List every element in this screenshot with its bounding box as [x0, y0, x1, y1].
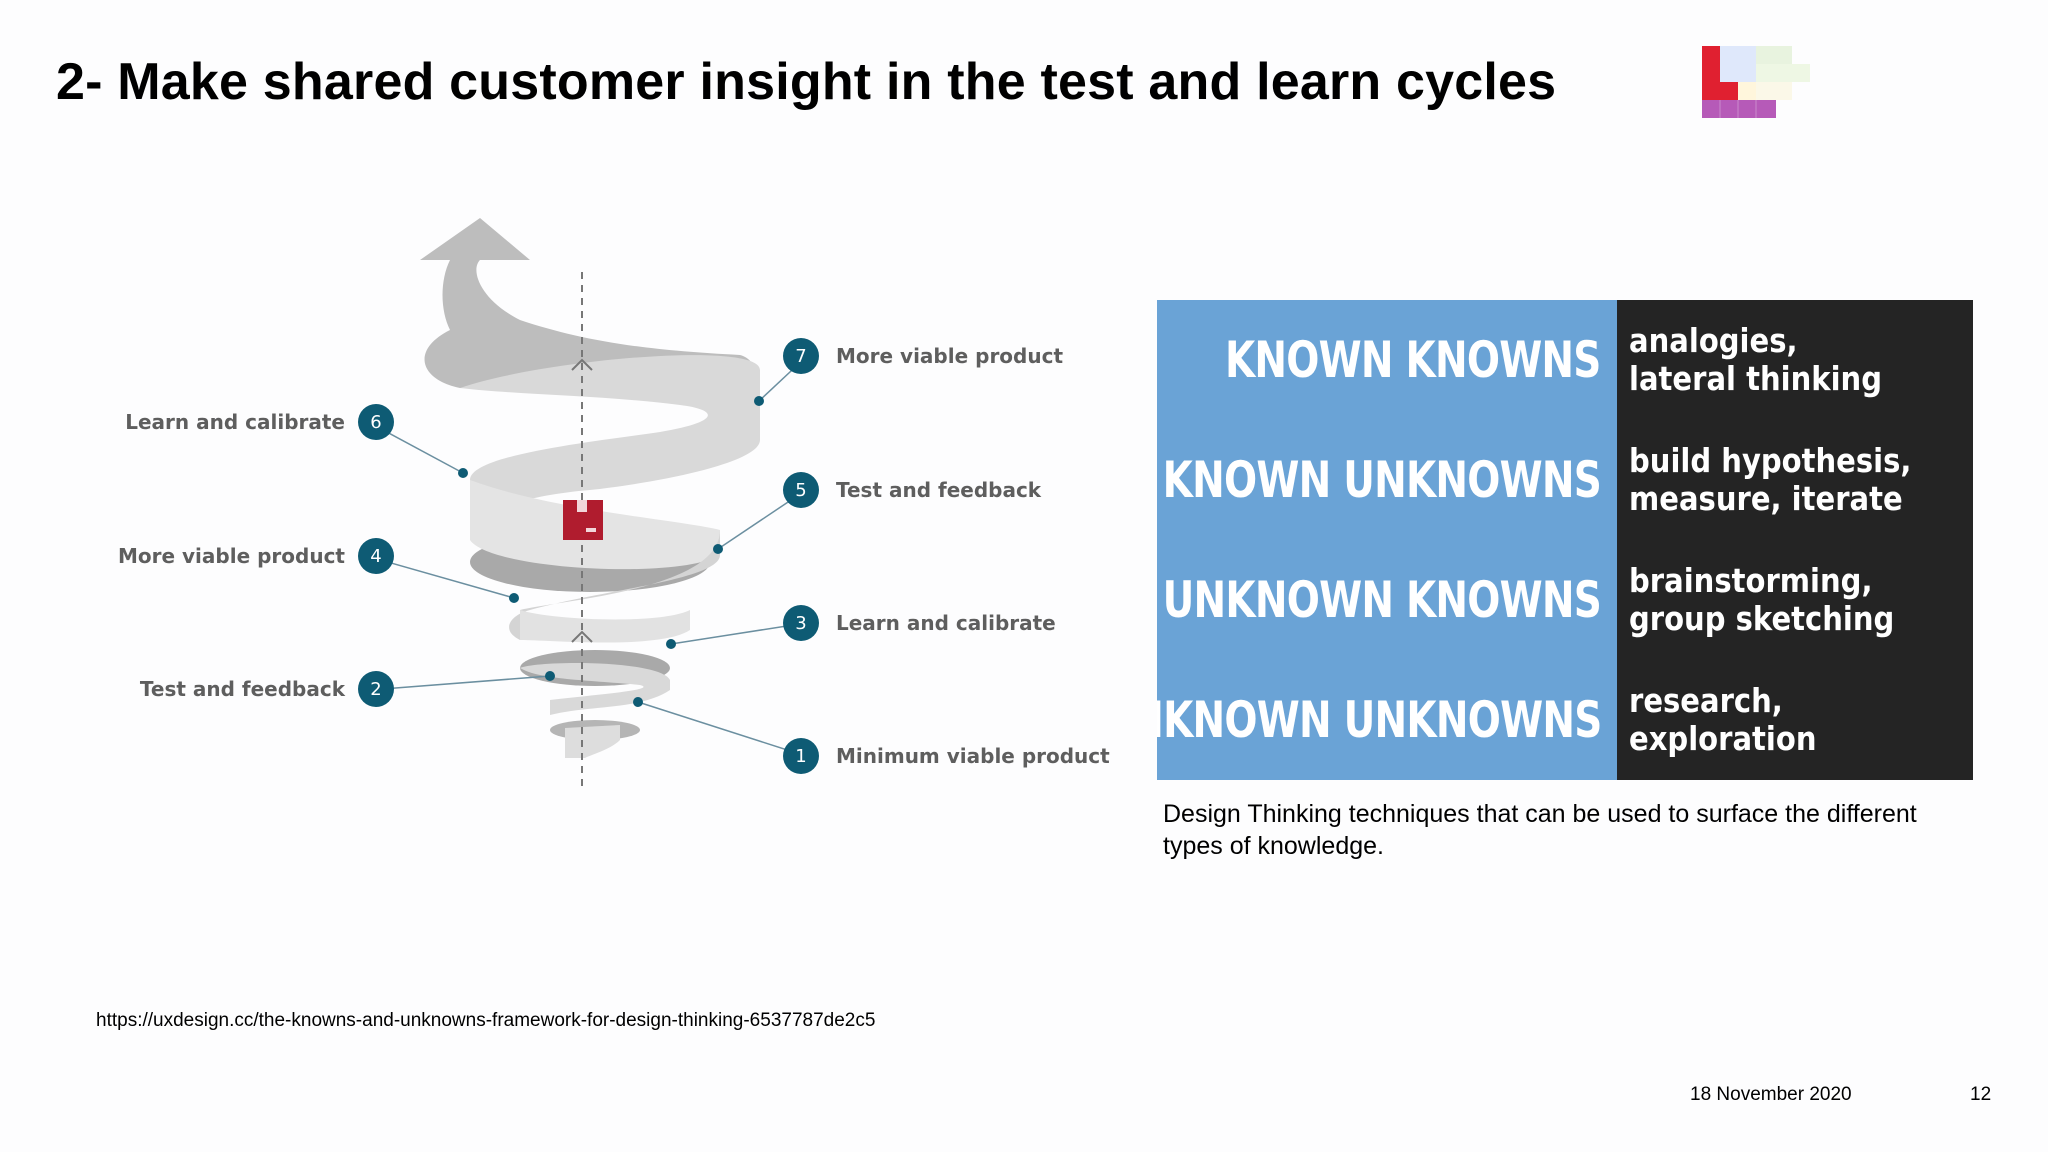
step-label-5: Test and feedback — [836, 478, 1042, 502]
step-label-6: Learn and calibrate — [125, 410, 345, 434]
source-link[interactable]: https://uxdesign.cc/the-knowns-and-unkno… — [96, 1010, 876, 1031]
category-unknown-knowns: UNKNOWN KNOWNS — [1157, 540, 1617, 660]
footer-date: 18 November 2020 — [1690, 1084, 1852, 1105]
step-label-3: Learn and calibrate — [836, 611, 1056, 635]
techniques-known-unknowns: build hypothesis, measure, iterate — [1617, 420, 1973, 540]
knowns-unknowns-framework: KNOWN KNOWNS analogies, lateral thinking… — [1157, 300, 1973, 780]
step-badge-7: 7 — [783, 338, 819, 374]
step-label-4: More viable product — [117, 544, 345, 568]
techniques-unknown-unknowns: research, exploration — [1617, 660, 1973, 780]
slide-title: 2- Make shared customer insight in the t… — [56, 53, 1557, 111]
category-unknown-unknowns: UNKNOWN UNKNOWNS — [1157, 660, 1617, 780]
page-number: 12 — [1970, 1084, 1992, 1105]
step-badge-6: 6 — [358, 404, 394, 440]
spiral-graphic — [420, 218, 760, 790]
framework-caption: Design Thinking techniques that can be u… — [1163, 800, 1917, 860]
step-badge-4: 4 — [358, 538, 394, 574]
category-known-knowns: KNOWN KNOWNS — [1157, 300, 1617, 420]
connector-lines — [369, 356, 807, 757]
step-label-7: More viable product — [836, 344, 1064, 368]
techniques-known-knowns: analogies, lateral thinking — [1617, 300, 1973, 420]
step-label-1: Minimum viable product — [836, 744, 1110, 768]
brand-logo-icon — [1702, 46, 1810, 118]
techniques-unknown-knowns: brainstorming, group sketching — [1617, 540, 1973, 660]
mvp-spiral-diagram: 7 More viable product 5 Test and feedbac… — [118, 210, 1110, 800]
step-label-2: Test and feedback — [139, 677, 345, 701]
step-badge-1: 1 — [783, 738, 819, 774]
category-known-unknowns: KNOWN UNKNOWNS — [1157, 420, 1617, 540]
step-badge-5: 5 — [783, 472, 819, 508]
step-badge-3: 3 — [783, 605, 819, 641]
step-badge-2: 2 — [358, 671, 394, 707]
